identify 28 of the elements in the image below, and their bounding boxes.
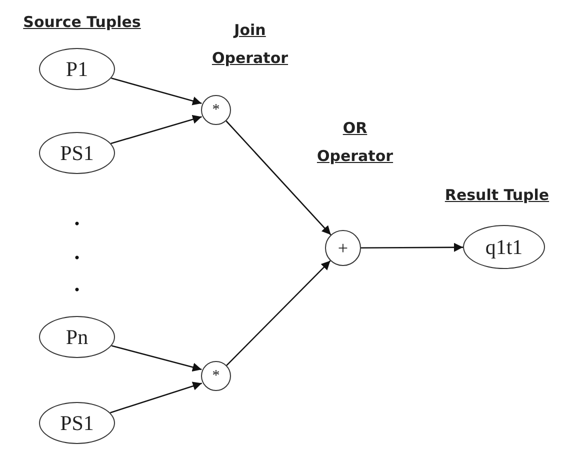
arrow: [111, 77, 202, 106]
ellipsis-dot: .: [74, 206, 80, 229]
operator-circle: [201, 361, 231, 391]
tuple-ellipse: [39, 132, 115, 174]
heading: Join Operator: [210, 20, 290, 69]
tuple-ellipse: [39, 402, 115, 444]
node-label: *: [212, 368, 220, 384]
node-label: *: [212, 102, 220, 118]
tuple-ellipse: [39, 48, 115, 90]
ellipsis-dot: .: [74, 272, 80, 295]
arrow: [226, 120, 332, 236]
node-label: PS1: [60, 142, 94, 164]
arrow: [110, 382, 202, 414]
arrow: [361, 242, 463, 252]
node-label: +: [338, 239, 348, 257]
node-label: q1t1: [485, 236, 523, 258]
node-label: PS1: [60, 412, 94, 434]
operator-circle: [325, 230, 361, 266]
arrow: [110, 115, 202, 144]
node-label: P1: [66, 58, 88, 80]
arrow: [111, 345, 202, 372]
heading: OR Operator: [316, 118, 394, 167]
node-label: Pn: [66, 326, 88, 348]
arrow: [226, 260, 331, 366]
heading: Source Tuples: [23, 12, 141, 33]
heading: Result Tuple: [444, 185, 550, 206]
ellipsis-dot: .: [74, 240, 80, 263]
operator-circle: [201, 95, 231, 125]
